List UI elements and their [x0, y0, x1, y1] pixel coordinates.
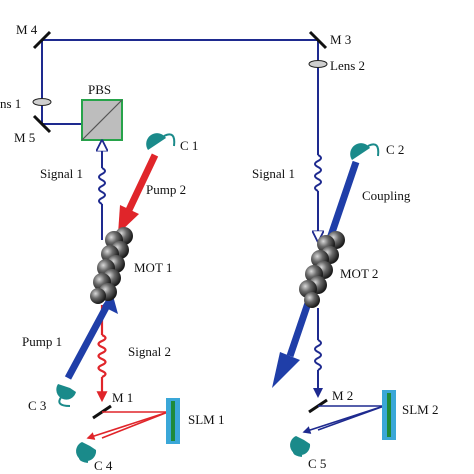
label-m2: M 2: [332, 388, 353, 403]
slm1-beams: [86, 411, 169, 440]
coupler-c1: [146, 133, 176, 150]
label-slm1: SLM 1: [188, 412, 224, 427]
pump2-beam: [118, 153, 159, 234]
label-signal1-right: Signal 1: [252, 166, 295, 181]
label-c1: C 1: [180, 138, 198, 153]
pbs-cube: [81, 99, 123, 141]
label-m3: M 3: [330, 32, 351, 47]
label-m5: M 5: [14, 130, 35, 145]
left-signal1-path: [99, 142, 105, 240]
label-mot1: MOT 1: [134, 260, 172, 275]
label-slm2: SLM 2: [402, 402, 438, 417]
coupler-c3: [56, 384, 76, 407]
label-c3: C 3: [28, 398, 46, 413]
slm-2: [382, 390, 396, 440]
label-mot2: MOT 2: [340, 266, 378, 281]
mirror-m5: [32, 114, 52, 134]
slm-1: [166, 398, 180, 444]
label-pump2: Pump 2: [146, 182, 186, 197]
mirror-m3: [308, 30, 328, 50]
slm2-beams: [302, 405, 385, 434]
label-signal1-left: Signal 1: [40, 166, 83, 181]
label-pump1: Pump 1: [22, 334, 62, 349]
coupler-c5: [290, 436, 311, 457]
label-coupling: Coupling: [362, 188, 411, 203]
label-lens2: Lens 2: [330, 58, 365, 73]
label-pbs: PBS: [88, 82, 111, 97]
coupler-c4: [76, 442, 97, 463]
lens-2: [308, 60, 328, 68]
label-c2: C 2: [386, 142, 404, 157]
mot-2-cluster: [299, 231, 345, 308]
label-lens1: ns 1: [0, 96, 21, 111]
right-signal-lower-path: [313, 308, 323, 398]
coupler-c2: [350, 143, 380, 160]
label-c4: C 4: [94, 458, 113, 473]
lens-1: [32, 98, 52, 106]
top-beam-path: [41, 39, 319, 155]
right-signal1-path: [315, 154, 321, 240]
label-m4: M 4: [16, 22, 38, 37]
pump1-beam: [64, 292, 118, 380]
label-signal2: Signal 2: [128, 344, 171, 359]
mot-1-cluster: [90, 227, 133, 304]
label-c5: C 5: [308, 456, 326, 471]
mirror-m4: [32, 30, 52, 50]
label-m1: M 1: [112, 390, 133, 405]
